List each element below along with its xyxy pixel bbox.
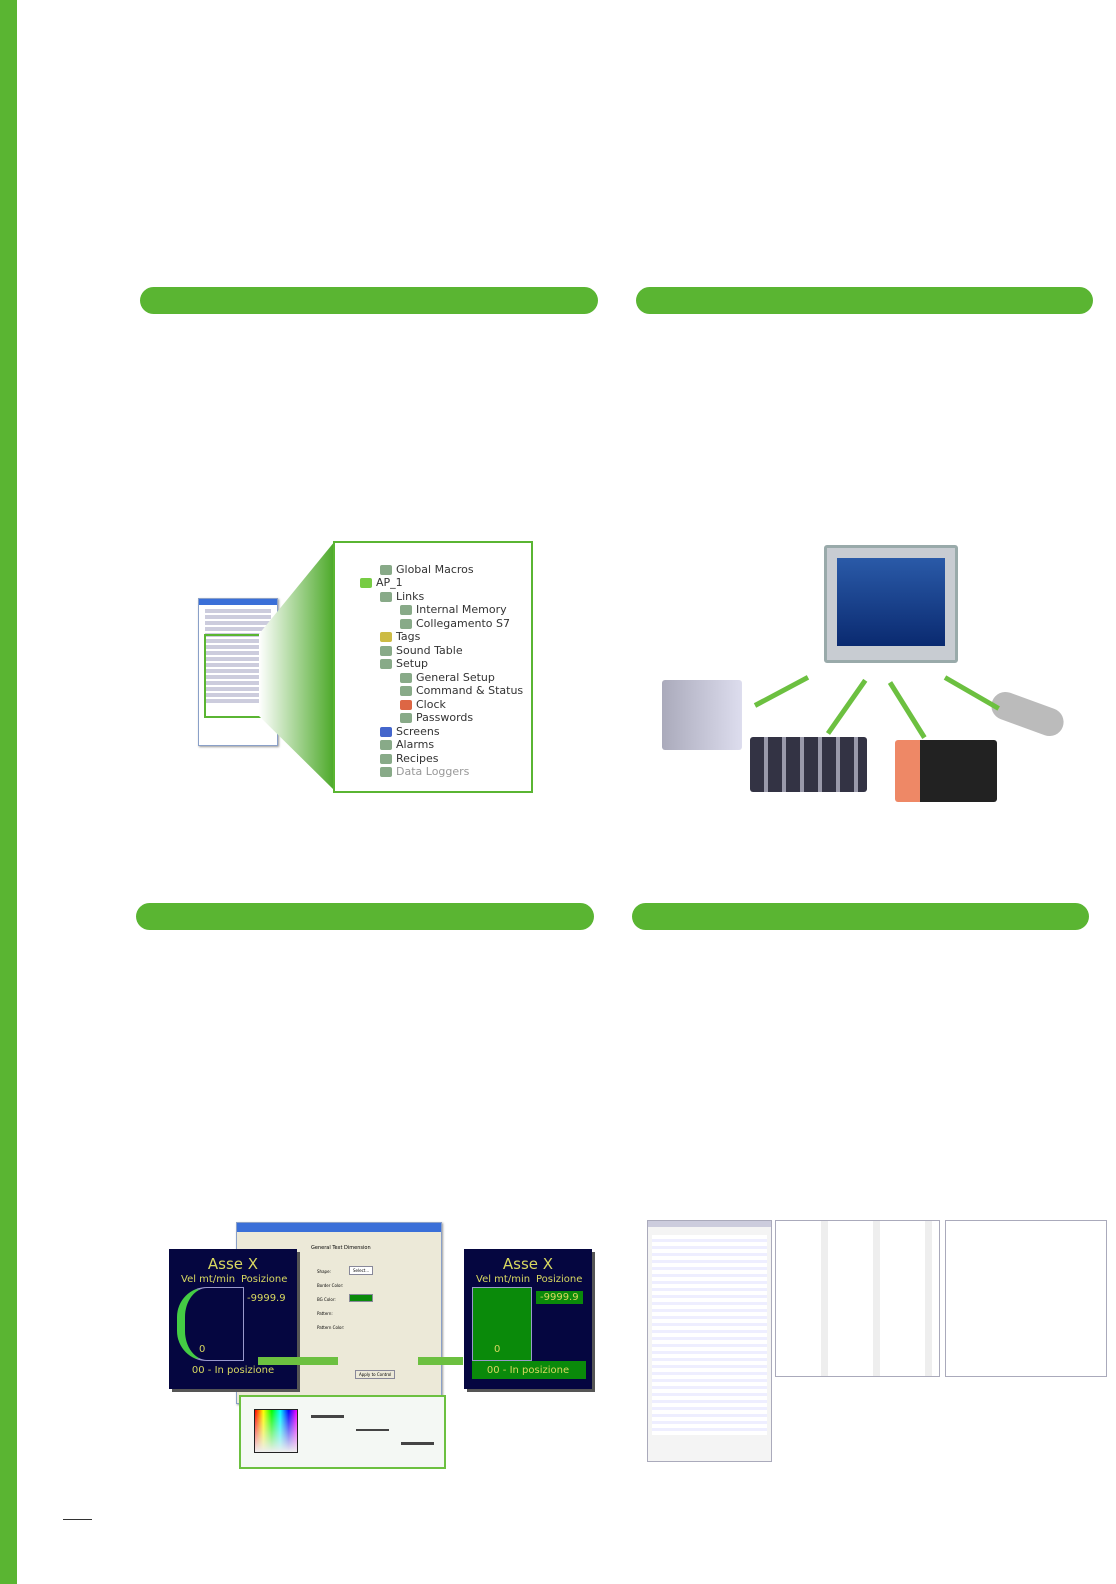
data-logger-icon (380, 767, 392, 777)
align-middle-icon[interactable] (356, 1429, 389, 1431)
tree-item[interactable]: Links (380, 590, 424, 603)
gauge-title: Asse X (502, 1255, 554, 1273)
hmi-panel-image (824, 545, 958, 663)
section-header-bar-3 (136, 903, 594, 930)
project-tree-zoom: Global Macros AP_1 Links Internal Memory… (333, 541, 533, 793)
left-green-strip (0, 0, 17, 1584)
tree-item[interactable]: Tags (380, 630, 420, 643)
screens-icon (380, 727, 392, 737)
macro-icon (380, 565, 392, 575)
field-label: Border Color: (317, 1283, 344, 1288)
bg-color-picker[interactable] (349, 1294, 373, 1302)
tree-item[interactable]: Screens (380, 725, 440, 738)
position-value: -9999.9 (536, 1291, 583, 1304)
section-header-bar-1 (140, 287, 598, 314)
screen-manager-window (647, 1220, 772, 1462)
tree-item[interactable]: Internal Memory (400, 603, 507, 616)
tree-item[interactable]: Passwords (400, 711, 473, 724)
status-text: 00 - In posizione (191, 1365, 275, 1376)
industrial-pc-image (662, 680, 742, 750)
tab-general[interactable]: General (311, 1245, 331, 1251)
recipes-icon (380, 754, 392, 764)
tree-item[interactable]: AP_1 (360, 576, 403, 589)
command-icon (400, 686, 412, 696)
plc-modules-image (750, 737, 867, 792)
tree-item[interactable]: Command & Status (400, 684, 523, 697)
gauge-tick: 0 (199, 1344, 206, 1355)
setup-icon (380, 659, 392, 669)
alarms-icon (380, 740, 392, 750)
toolbar-zoom-box (239, 1395, 446, 1469)
general-setup-icon (400, 673, 412, 683)
flow-arrow (258, 1357, 338, 1365)
gauge-after: Asse X Vel mt/min Posizione -9999.9 0 00… (464, 1249, 592, 1389)
screen-thumbnails-window (775, 1220, 940, 1377)
speed-label: Vel mt/min (181, 1274, 236, 1285)
tree-item[interactable]: Sound Table (380, 644, 463, 657)
apply-to-control-button[interactable]: Apply to Control (355, 1370, 396, 1379)
screen-navigation-map-window (945, 1220, 1107, 1377)
field-label: Shape: (317, 1269, 331, 1274)
link-arrow (753, 675, 810, 708)
speed-label: Vel mt/min (476, 1274, 531, 1285)
links-icon (380, 592, 392, 602)
align-bottom-icon[interactable] (401, 1412, 434, 1445)
tree-item[interactable]: Data Loggers (380, 765, 469, 778)
tree-item[interactable]: Setup (380, 657, 428, 670)
tags-icon (380, 632, 392, 642)
passwords-icon (400, 713, 412, 723)
tab-dimension[interactable]: Dimension (344, 1245, 371, 1251)
gauge-tick: 0 (494, 1344, 501, 1355)
tree-item[interactable]: Clock (400, 698, 446, 711)
tree-item[interactable]: Collegamento S7 (400, 617, 510, 630)
field-label: Pattern: (317, 1311, 333, 1316)
position-label: Posizione (241, 1274, 288, 1285)
section-header-bar-4 (632, 903, 1089, 930)
tree-item[interactable]: Global Macros (380, 563, 474, 576)
link-arrow (887, 681, 927, 739)
status-text: 00 - In posizione (486, 1365, 570, 1376)
align-top-icon[interactable] (311, 1415, 344, 1450)
panel-icon (360, 578, 372, 588)
tab-text[interactable]: Text (332, 1245, 343, 1251)
tree-item[interactable]: General Setup (400, 671, 495, 684)
tree-item[interactable]: Alarms (380, 738, 434, 751)
clock-icon (400, 700, 412, 710)
field-label: BG Color: (317, 1297, 336, 1302)
position-value: -9999.9 (247, 1293, 286, 1304)
sound-icon (380, 646, 392, 656)
select-button[interactable]: Select... (349, 1266, 374, 1275)
tree-item[interactable]: Recipes (380, 752, 439, 765)
barcode-scanner-image (987, 688, 1068, 740)
plc-rack-image (895, 740, 997, 802)
position-label: Posizione (536, 1274, 583, 1285)
link-arrow (943, 675, 1000, 711)
zoom-callout (259, 541, 335, 791)
field-label: Pattern Color: (317, 1325, 345, 1330)
link-arrow (825, 678, 868, 735)
plc-icon (400, 619, 412, 629)
gauge-before: Asse X Vel mt/min Posizione -9999.9 0 00… (169, 1249, 297, 1389)
gauge-title: Asse X (207, 1255, 259, 1273)
section-header-bar-2 (636, 287, 1093, 314)
memory-icon (400, 605, 412, 615)
footer-rule (63, 1519, 92, 1520)
flow-arrow (418, 1357, 463, 1365)
color-palette-icon[interactable] (254, 1409, 298, 1453)
